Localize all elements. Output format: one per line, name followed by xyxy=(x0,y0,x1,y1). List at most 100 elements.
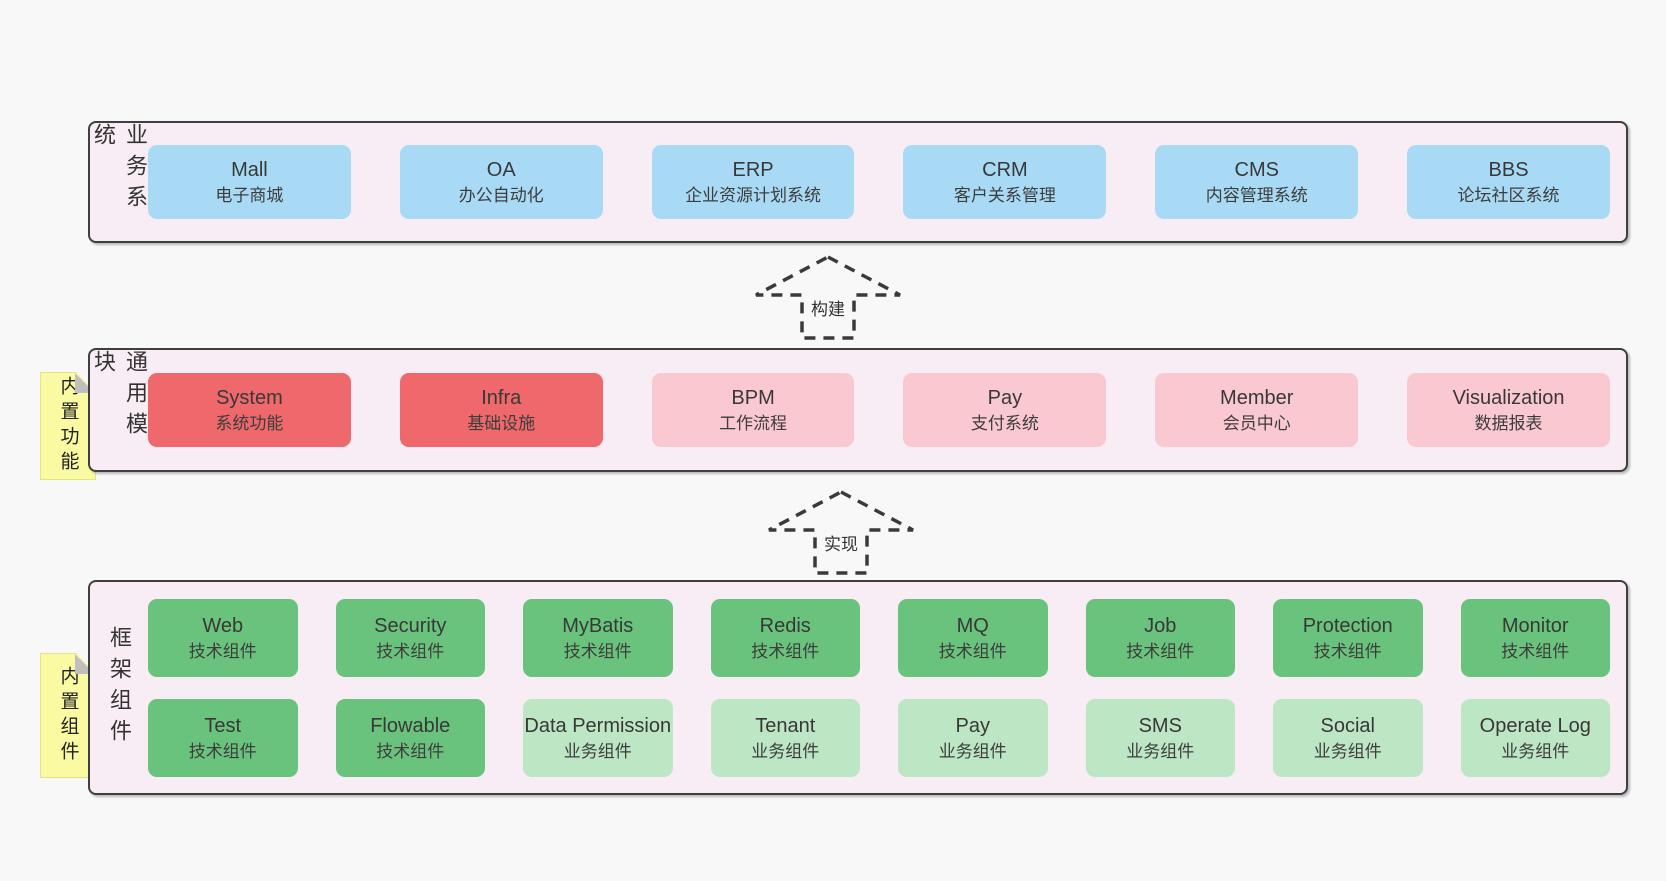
box-job: Job 技术组件 xyxy=(1085,598,1235,677)
layer-common-modules: 通用模块 System 系统功能 Infra 基础设施 BPM 工作流程 Pay… xyxy=(88,348,1628,472)
box-subtitle: 内容管理系统 xyxy=(1205,186,1308,206)
box-title: Flowable xyxy=(370,714,451,737)
box-title: Infra xyxy=(481,387,522,410)
box-flowable: Flowable 技术组件 xyxy=(335,698,485,777)
box-redis: Redis 技术组件 xyxy=(710,598,860,677)
box-mq: MQ 技术组件 xyxy=(898,598,1048,677)
layer-label-business: 业务系统 xyxy=(91,123,148,216)
box-subtitle: 技术组件 xyxy=(751,641,820,661)
arrow-implement-label: 实现 xyxy=(821,529,861,556)
box-bbs: BBS 论坛社区系统 xyxy=(1407,145,1610,219)
business-boxes-row: Mall 电子商城 OA 办公自动化 ERP 企业资源计划系统 CRM 客户关系… xyxy=(148,123,1626,241)
box-subtitle: 技术组件 xyxy=(1313,641,1382,661)
dashed-up-arrow-icon xyxy=(768,490,914,575)
box-subtitle: 业务组件 xyxy=(751,741,820,761)
box-web: Web 技术组件 xyxy=(148,598,298,677)
box-title: Monitor xyxy=(1501,614,1569,637)
box-title: Test xyxy=(204,714,242,737)
box-title: Redis xyxy=(759,614,811,637)
box-data-permission: Data Permission 业务组件 xyxy=(523,698,673,777)
box-subtitle: 技术组件 xyxy=(938,641,1007,661)
box-title: CMS xyxy=(1234,159,1279,182)
box-title: BPM xyxy=(731,387,775,410)
box-title: Data Permission xyxy=(524,714,672,737)
layer-label-modules: 通用模块 xyxy=(91,350,148,443)
box-title: OA xyxy=(486,159,516,182)
box-title: Tenant xyxy=(755,714,816,737)
box-title: System xyxy=(216,387,283,410)
box-subtitle: 业务组件 xyxy=(1126,741,1195,761)
box-subtitle: 办公自动化 xyxy=(458,186,544,206)
box-monitor: Monitor 技术组件 xyxy=(1460,598,1610,677)
box-title: Web xyxy=(202,614,244,637)
box-title: Member xyxy=(1220,387,1294,410)
box-subtitle: 技术组件 xyxy=(1126,641,1195,661)
box-system: System 系统功能 xyxy=(148,373,351,447)
box-erp: ERP 企业资源计划系统 xyxy=(651,145,855,219)
box-title: Protection xyxy=(1302,614,1393,637)
box-title: MQ xyxy=(956,614,989,637)
modules-boxes-row: System 系统功能 Infra 基础设施 BPM 工作流程 Pay 支付系统… xyxy=(148,350,1626,470)
box-mybatis: MyBatis 技术组件 xyxy=(523,598,673,677)
box-subtitle: 支付系统 xyxy=(970,414,1039,434)
box-oa: OA 办公自动化 xyxy=(399,145,603,219)
box-social: Social 业务组件 xyxy=(1273,698,1423,777)
arrow-build-label: 构建 xyxy=(808,294,848,321)
box-security: Security 技术组件 xyxy=(335,598,485,677)
box-subtitle: 数据报表 xyxy=(1474,414,1543,434)
box-subtitle: 电子商城 xyxy=(215,186,284,206)
box-crm: CRM 客户关系管理 xyxy=(903,145,1107,219)
box-infra: Infra 基础设施 xyxy=(399,373,603,447)
box-subtitle: 系统功能 xyxy=(215,414,284,434)
sticky-note-text: 内置组件 xyxy=(57,665,79,766)
box-operate-log: Operate Log 业务组件 xyxy=(1460,698,1610,777)
box-pay-component: Pay 业务组件 xyxy=(898,698,1048,777)
sticky-note-text: 内置功能 xyxy=(57,376,79,476)
box-tenant: Tenant 业务组件 xyxy=(710,698,860,777)
box-mall: Mall 电子商城 xyxy=(148,145,351,219)
box-sms: SMS 业务组件 xyxy=(1085,698,1235,777)
box-subtitle: 会员中心 xyxy=(1222,414,1291,434)
box-subtitle: 技术组件 xyxy=(1501,641,1570,661)
box-title: ERP xyxy=(732,159,774,182)
box-cms: CMS 内容管理系统 xyxy=(1155,145,1359,219)
box-subtitle: 技术组件 xyxy=(376,741,445,761)
box-subtitle: 业务组件 xyxy=(938,741,1007,761)
box-subtitle: 技术组件 xyxy=(563,641,632,661)
box-test: Test 技术组件 xyxy=(148,698,298,777)
box-title: MyBatis xyxy=(562,614,634,637)
box-subtitle: 论坛社区系统 xyxy=(1457,186,1560,206)
box-title: SMS xyxy=(1138,714,1182,737)
box-subtitle: 客户关系管理 xyxy=(953,186,1056,206)
box-title: Visualization xyxy=(1452,387,1565,410)
box-title: Social xyxy=(1320,714,1375,737)
box-subtitle: 企业资源计划系统 xyxy=(685,186,822,206)
box-title: Pay xyxy=(987,387,1023,410)
box-subtitle: 技术组件 xyxy=(376,641,445,661)
box-subtitle: 业务组件 xyxy=(563,741,632,761)
box-subtitle: 业务组件 xyxy=(1501,741,1570,761)
box-subtitle: 工作流程 xyxy=(719,414,788,434)
box-visualization: Visualization 数据报表 xyxy=(1407,373,1610,447)
box-title: BBS xyxy=(1488,159,1529,182)
box-subtitle: 技术组件 xyxy=(188,741,257,761)
box-title: CRM xyxy=(982,159,1028,182)
layer-framework-components: 框架组件 Web 技术组件 Security 技术组件 MyBatis 技术组件… xyxy=(88,580,1628,795)
dashed-up-arrow-icon xyxy=(755,255,901,340)
box-title: Operate Log xyxy=(1479,714,1591,737)
box-subtitle: 技术组件 xyxy=(188,641,257,661)
box-title: Mall xyxy=(231,159,268,182)
box-subtitle: 业务组件 xyxy=(1313,741,1382,761)
box-member: Member 会员中心 xyxy=(1155,373,1359,447)
arrow-implement: 实现 xyxy=(766,489,916,577)
box-subtitle: 基础设施 xyxy=(467,414,536,434)
box-pay-system: Pay 支付系统 xyxy=(903,373,1107,447)
layer-label-components: 框架组件 xyxy=(107,625,132,750)
box-title: Job xyxy=(1144,614,1177,637)
box-protection: Protection 技术组件 xyxy=(1273,598,1423,677)
box-bpm: BPM 工作流程 xyxy=(651,373,855,447)
components-boxes-rows: Web 技术组件 Security 技术组件 MyBatis 技术组件 Redi… xyxy=(148,582,1626,793)
layer-business-systems: 业务系统 Mall 电子商城 OA 办公自动化 ERP 企业资源计划系统 CRM… xyxy=(88,121,1628,243)
box-title: Security xyxy=(374,614,447,637)
box-title: Pay xyxy=(955,714,990,737)
